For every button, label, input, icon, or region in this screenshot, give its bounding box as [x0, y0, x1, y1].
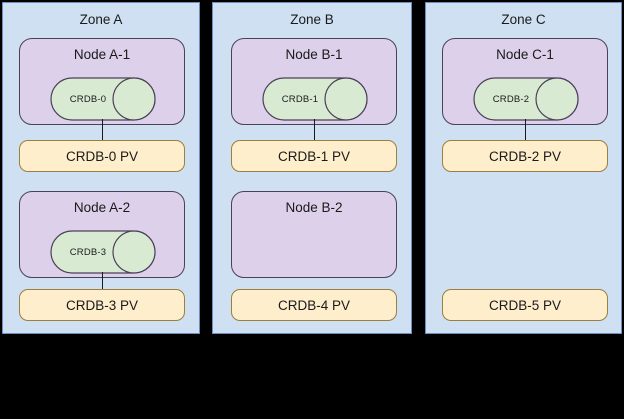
node-title-a-2: Node A-2 [73, 200, 131, 215]
node-title-b-1: Node B-1 [285, 47, 343, 62]
pv-box-crdb-1: CRDB-1 PV [231, 140, 397, 172]
node-box-b-2: Node B-2 [231, 191, 397, 278]
node-title-a-1: Node A-1 [73, 47, 131, 62]
node-box-a-1: Node A-1 CRDB-0 [19, 38, 185, 125]
zone-panel-a: Zone A Node A-1 CRDB-0 CRDB-0 PV Node A-… [2, 2, 200, 334]
pod-cylinder-crdb-0: CRDB-0 [50, 77, 156, 121]
zone-title-a: Zone A [79, 12, 123, 27]
node-box-a-2: Node A-2 CRDB-3 [19, 191, 185, 278]
zone-panel-b: Zone B Node B-1 CRDB-1 CRDB-1 PV Node B-… [212, 2, 412, 334]
pv-box-crdb-2: CRDB-2 PV [442, 140, 608, 172]
pod-cylinder-crdb-2: CRDB-2 [473, 77, 579, 121]
zone-title-c: Zone C [501, 12, 546, 27]
connector-crdb-3 [102, 272, 103, 294]
zone-panel-c: Zone C Node C-1 CRDB-2 CRDB-2 PV CRDB-5 … [425, 2, 622, 334]
connector-crdb-1 [314, 119, 315, 141]
node-title-c-1: Node C-1 [496, 47, 554, 62]
pod-label-crdb-1: CRDB-1 [281, 93, 319, 105]
node-box-c-1: Node C-1 CRDB-2 [442, 38, 608, 125]
pod-cylinder-crdb-3: CRDB-3 [50, 230, 156, 274]
pv-box-crdb-3: CRDB-3 PV [19, 289, 185, 321]
pod-label-crdb-3: CRDB-3 [69, 246, 107, 258]
node-box-b-1: Node B-1 CRDB-1 [231, 38, 397, 125]
node-title-b-2: Node B-2 [285, 200, 343, 215]
pod-label-crdb-2: CRDB-2 [492, 93, 530, 105]
pv-box-crdb-5: CRDB-5 PV [442, 289, 608, 321]
pod-label-crdb-0: CRDB-0 [69, 93, 107, 105]
zone-title-b: Zone B [290, 12, 334, 27]
pod-cylinder-crdb-1: CRDB-1 [262, 77, 368, 121]
connector-crdb-2 [525, 119, 526, 141]
connector-crdb-0 [102, 119, 103, 141]
pv-box-crdb-0: CRDB-0 PV [19, 140, 185, 172]
pv-box-crdb-4: CRDB-4 PV [231, 289, 397, 321]
